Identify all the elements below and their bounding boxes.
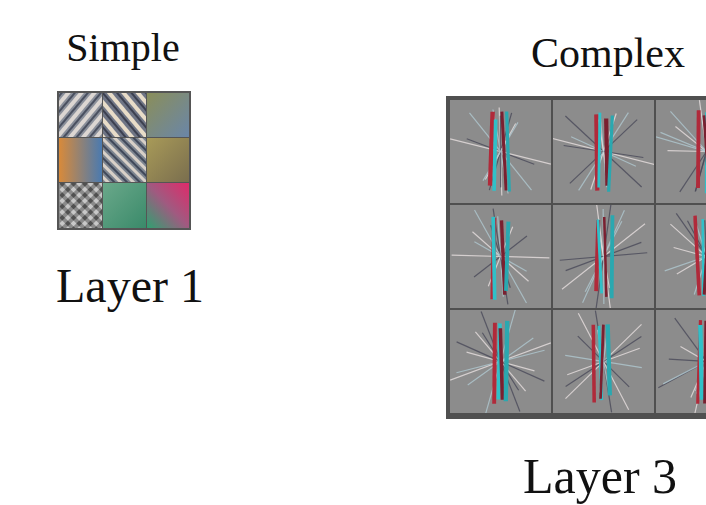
filter-tile (654, 100, 706, 203)
bar-stroke (704, 224, 706, 295)
filter-tile (553, 310, 654, 413)
filter-tile (450, 205, 551, 308)
bar-stroke (696, 110, 701, 188)
layer3-filters (446, 96, 706, 419)
layer-label: Layer 3 (523, 451, 677, 501)
edge-stroke (483, 122, 518, 180)
bar-stroke (704, 115, 706, 186)
bar-stroke (700, 325, 702, 400)
filter-tile (553, 202, 654, 310)
filter-tile (656, 310, 706, 413)
filter-tile (450, 309, 551, 413)
edge-stroke (486, 310, 516, 413)
filter-tile (552, 100, 655, 203)
tile-ground (553, 100, 654, 203)
edge-stroke (677, 239, 706, 274)
edge-stroke (674, 248, 706, 266)
tile-ground (450, 310, 551, 413)
bar-stroke (506, 321, 507, 401)
bar-stroke (599, 113, 600, 188)
edge-stroke (579, 113, 629, 191)
bar-stroke (606, 119, 607, 186)
bar-stroke (507, 112, 510, 192)
edge-stroke (583, 210, 625, 302)
filter-tile (450, 100, 551, 203)
bar-stroke (604, 217, 606, 297)
edge-stroke (694, 216, 706, 297)
bar-stroke (610, 215, 615, 298)
edge-stroke (475, 210, 527, 303)
bar-stroke (705, 321, 706, 404)
layer-label: Layer 1 (56, 262, 204, 310)
edge-stroke (481, 311, 520, 411)
tile-ground (553, 205, 654, 308)
bar-stroke (608, 324, 610, 395)
bar-stroke (598, 220, 602, 294)
layer1-filters (57, 91, 191, 230)
tile-ground (656, 310, 706, 413)
bar-stroke (695, 216, 699, 296)
bar-stroke (494, 120, 496, 191)
edge-stroke (469, 113, 531, 190)
bar-stroke (492, 323, 497, 404)
tile-ground (553, 310, 654, 413)
edge-stroke (675, 318, 706, 405)
bar-stroke (490, 112, 493, 186)
edge-stroke (565, 324, 641, 398)
bar-stroke (592, 325, 596, 403)
tile-ground (450, 205, 551, 308)
heading-simple: Simple (66, 28, 179, 68)
bar-stroke (493, 217, 494, 300)
edge-stroke (670, 224, 706, 289)
edge-stroke (676, 213, 706, 299)
bar-stroke (601, 325, 604, 399)
bar-stroke (500, 328, 502, 399)
bar-stroke (502, 112, 506, 191)
bar-stroke (596, 114, 597, 190)
tile-ground (450, 100, 551, 203)
edge-stroke (595, 311, 611, 413)
bar-stroke (506, 222, 508, 291)
bar-stroke (502, 220, 505, 294)
bar-stroke (609, 116, 613, 192)
heading-complex: Complex (531, 32, 685, 74)
bar-stroke (493, 218, 495, 300)
edge-stroke (665, 242, 706, 271)
filter-tile (656, 205, 706, 308)
edge-stroke (578, 313, 628, 410)
